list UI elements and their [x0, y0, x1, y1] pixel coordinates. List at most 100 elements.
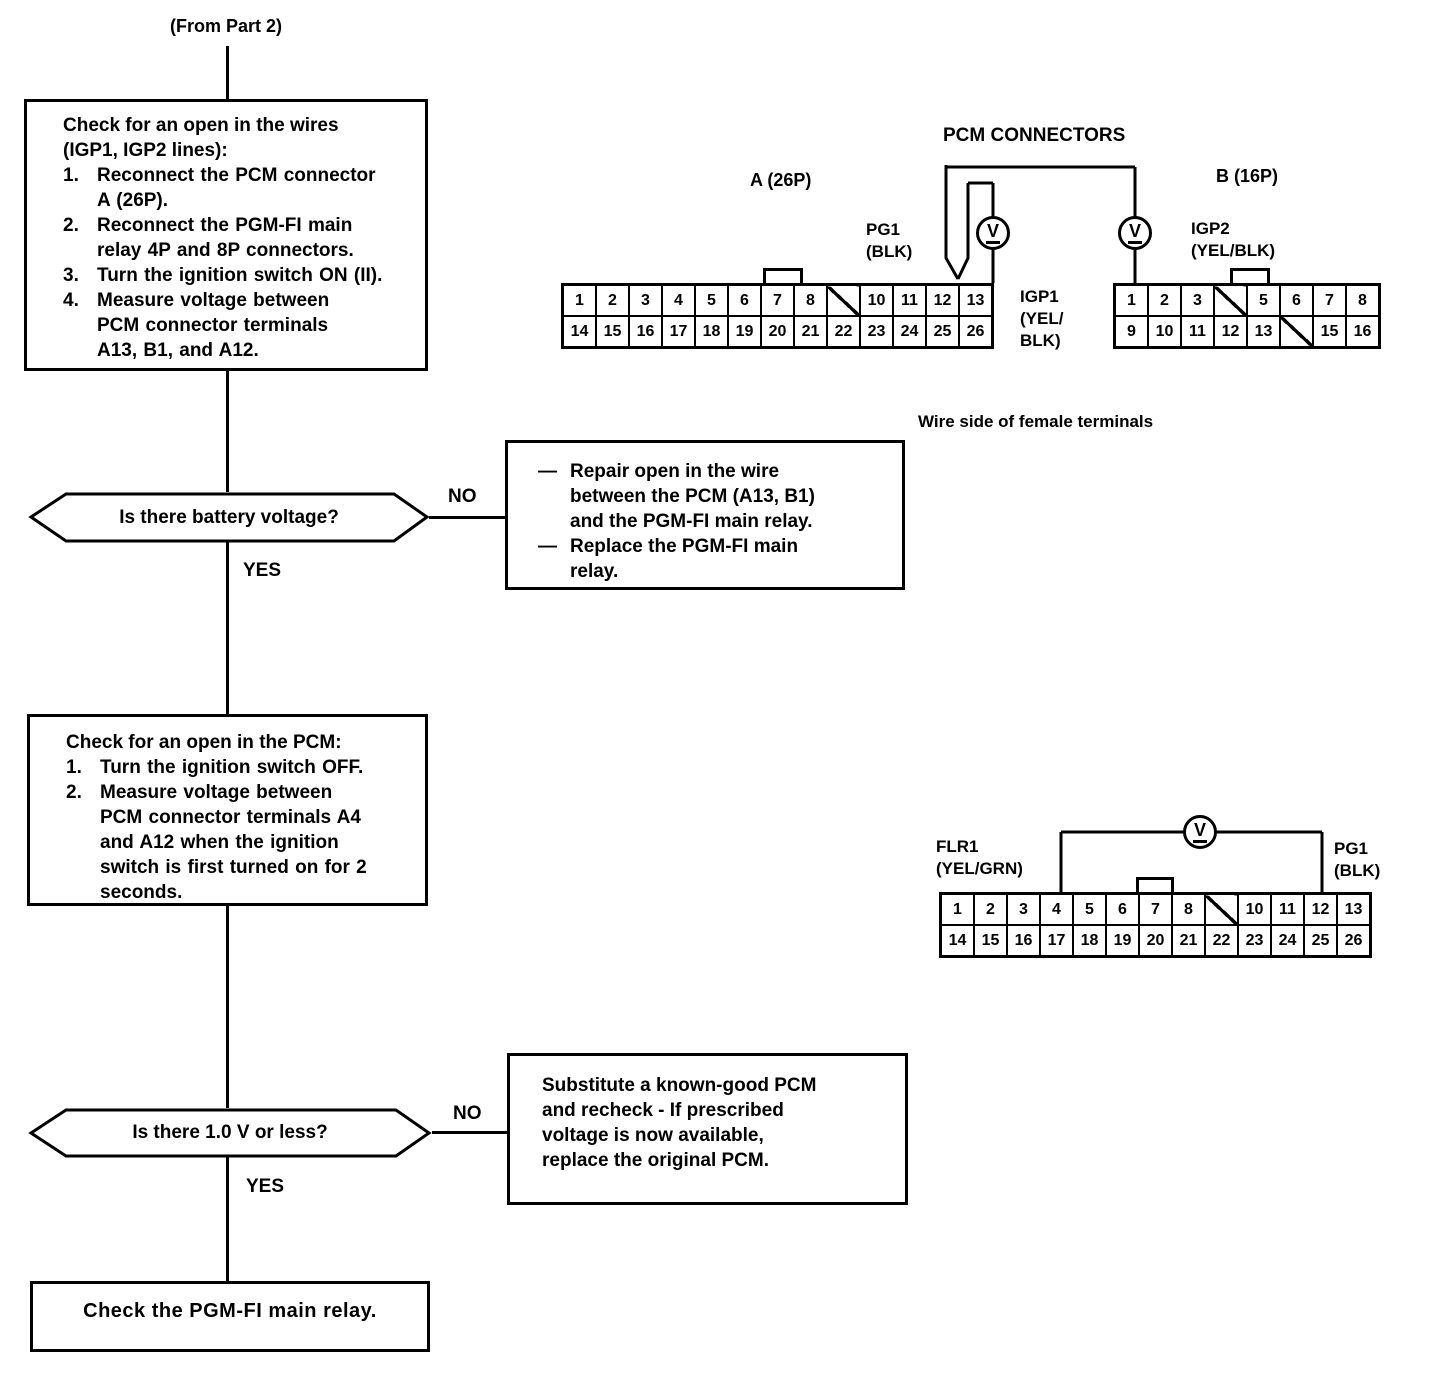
- box-check-wires: Check for an open in the wires (IGP1, IG…: [24, 99, 428, 371]
- pin-cell: 14: [561, 315, 597, 349]
- box-check-pcm: Check for an open in the PCM: 1. Turn th…: [27, 714, 428, 906]
- no-label-2: NO: [453, 1103, 482, 1124]
- pin-cell: [1279, 315, 1314, 349]
- pin-cell: 12: [925, 283, 960, 317]
- yes-label-1: YES: [243, 560, 282, 581]
- voltmeter-symbol: V: [1127, 222, 1142, 244]
- pin-cell: 3: [1006, 892, 1041, 926]
- voltmeter-icon: V: [1183, 815, 1217, 849]
- pin-cell: 15: [595, 315, 630, 349]
- pin-cell: 20: [1138, 924, 1173, 958]
- item-text: Reconnect the PCM connector A (26P).: [97, 165, 376, 211]
- connector-b-tab: [1230, 268, 1270, 286]
- list-item: 3. Turn the ignition switch ON (II).: [63, 263, 407, 288]
- box-check-relay-text: Check the PGM-FI main relay.: [83, 1300, 377, 1322]
- dash-item-text: Replace the PGM-FI main relay.: [570, 536, 799, 582]
- box-check-wires-title: Check for an open in the wires (IGP1, IG…: [63, 115, 339, 161]
- dash-item: — Replace the PGM-FI main relay.: [538, 534, 888, 584]
- pin-cell: 11: [1270, 892, 1305, 926]
- pin-cell: 23: [859, 315, 894, 349]
- pin-cell: 25: [1303, 924, 1338, 958]
- connector-flr-tab: [1136, 877, 1174, 894]
- pcm-connectors-title: PCM CONNECTORS: [943, 125, 1126, 146]
- igp1-label: IGP1 (YEL/ BLK): [1020, 287, 1064, 350]
- pin-cell: 7: [1312, 283, 1347, 317]
- igp2-label: IGP2 (YEL/BLK): [1191, 219, 1276, 260]
- no-line-1: [429, 516, 507, 519]
- pin-cell: 11: [892, 283, 927, 317]
- wire-side-caption: Wire side of female terminals: [918, 412, 1154, 431]
- connector-a-tab: [763, 268, 803, 286]
- flr1-label: FLR1 (YEL/GRN): [936, 837, 1023, 878]
- flow-line-2: [226, 541, 229, 715]
- pin-cell: 26: [1336, 924, 1372, 958]
- pin-cell: 15: [1312, 315, 1347, 349]
- pin-cell: 10: [859, 283, 894, 317]
- pin-cell: 26: [958, 315, 994, 349]
- top-wires: [944, 165, 1137, 283]
- voltmeter-symbol: V: [1192, 821, 1207, 843]
- pin-cell: 19: [727, 315, 762, 349]
- pin-cell: 18: [694, 315, 729, 349]
- pin-cell: [1204, 892, 1239, 926]
- pin-cell: [1213, 283, 1248, 317]
- pin-cell: 12: [1213, 315, 1248, 349]
- list-item: 2. Measure voltage between PCM connector…: [66, 780, 407, 905]
- pin-cell: 4: [1039, 892, 1074, 926]
- pin-cell: 16: [1345, 315, 1381, 349]
- pin-cell: 6: [1279, 283, 1314, 317]
- item-text: Measure voltage between PCM connector te…: [100, 782, 367, 903]
- pin-cell: 12: [1303, 892, 1338, 926]
- flow-line-3: [226, 903, 229, 1108]
- item-number: 2.: [66, 782, 82, 803]
- item-text: Turn the ignition switch ON (II).: [97, 265, 383, 286]
- box-substitute-pcm: Substitute a known-good PCM and recheck …: [507, 1053, 908, 1205]
- pin-cell: 3: [628, 283, 663, 317]
- pin-cell: 20: [760, 315, 795, 349]
- connector-a-label: A (26P): [750, 170, 812, 190]
- decision-battery-voltage: Is there battery voltage?: [28, 491, 430, 544]
- voltmeter-symbol: V: [985, 222, 1000, 244]
- list-item: 1. Reconnect the PCM connector A (26P).: [63, 163, 407, 213]
- pin-cell: 22: [826, 315, 861, 349]
- item-number: 1.: [66, 757, 82, 778]
- pin-cell: 25: [925, 315, 960, 349]
- item-text: Reconnect the PGM-FI main relay 4P and 8…: [97, 215, 354, 261]
- item-number: 1.: [63, 165, 79, 186]
- decision-voltage-level: Is there 1.0 V or less?: [28, 1107, 432, 1159]
- no-line-2: [432, 1131, 507, 1134]
- pin-cell: 24: [892, 315, 927, 349]
- pin-cell: 1: [1113, 283, 1149, 317]
- hexagon-shape: [28, 1108, 432, 1158]
- pin-cell: 3: [1180, 283, 1215, 317]
- pin-cell: 6: [1105, 892, 1140, 926]
- pin-cell: 6: [727, 283, 762, 317]
- pin-cell: 8: [1171, 892, 1206, 926]
- decision-voltage-text: Is there 1.0 V or less?: [132, 1122, 328, 1143]
- pg1-label: PG1 (BLK): [866, 220, 913, 261]
- item-text: Measure voltage between PCM connector te…: [97, 290, 330, 361]
- pin-cell: 19: [1105, 924, 1140, 958]
- item-number: 4.: [63, 290, 79, 311]
- pin-cell: 10: [1147, 315, 1182, 349]
- dash-item-text: Repair open in the wire between the PCM …: [570, 461, 815, 532]
- pin-cell: 21: [793, 315, 828, 349]
- voltmeter-icon: V: [976, 216, 1010, 250]
- pin-cell: 11: [1180, 315, 1215, 349]
- pin-cell: 10: [1237, 892, 1272, 926]
- pin-cell: 22: [1204, 924, 1239, 958]
- pin-cell: 8: [793, 283, 828, 317]
- mid-wires: [1059, 830, 1324, 894]
- connector-b-label: B (16P): [1216, 166, 1279, 186]
- pin-cell: 24: [1270, 924, 1305, 958]
- pin-cell: 1: [939, 892, 975, 926]
- list-item: 4. Measure voltage between PCM connector…: [63, 288, 407, 363]
- dash-bullet: —: [538, 461, 557, 482]
- pin-cell: 4: [661, 283, 696, 317]
